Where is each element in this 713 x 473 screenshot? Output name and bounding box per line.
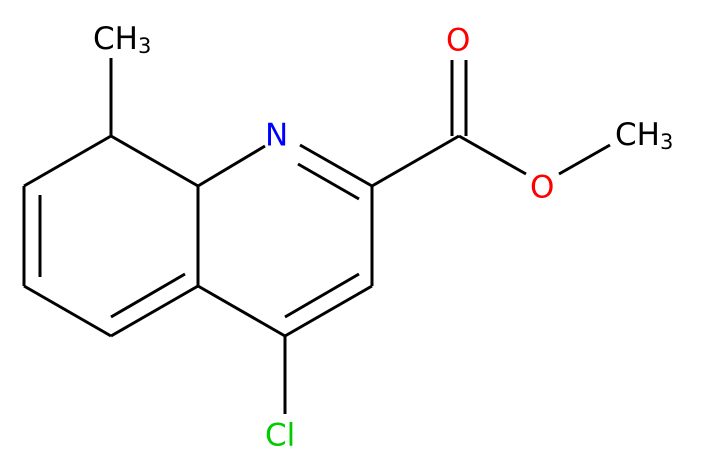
- chlorine-label: Cl: [265, 418, 295, 454]
- bond-c6-c5: [23, 284, 112, 338]
- bond-c8a-c8: [110, 134, 199, 188]
- bond-carbonyl-ester-oxygen: [458, 134, 527, 176]
- bond-c5-c4a: [110, 284, 199, 338]
- carbonyl-oxygen-label: O: [446, 23, 470, 59]
- bond-ester-oxygen-methyl: [558, 143, 611, 176]
- nitrogen-label: N: [265, 118, 288, 154]
- bond-c8-c7: [23, 134, 112, 188]
- bond-c2-carbonyl-carbon: [371, 134, 460, 188]
- bond-n1-c2: [299, 143, 373, 188]
- methyl-label-ester: CH3: [615, 117, 673, 155]
- inner-double-bond-c5-c4a: [110, 272, 186, 319]
- ester-oxygen-label: O: [530, 170, 554, 206]
- double-bond-c3-c4: [284, 272, 360, 319]
- bond-c3-c4: [284, 284, 373, 338]
- methyl-label-top: CH3: [93, 21, 151, 59]
- bond-c4-c4a: [197, 284, 286, 338]
- double-bond-n1-c2: [297, 162, 360, 201]
- bond-c8a-n1: [197, 144, 266, 188]
